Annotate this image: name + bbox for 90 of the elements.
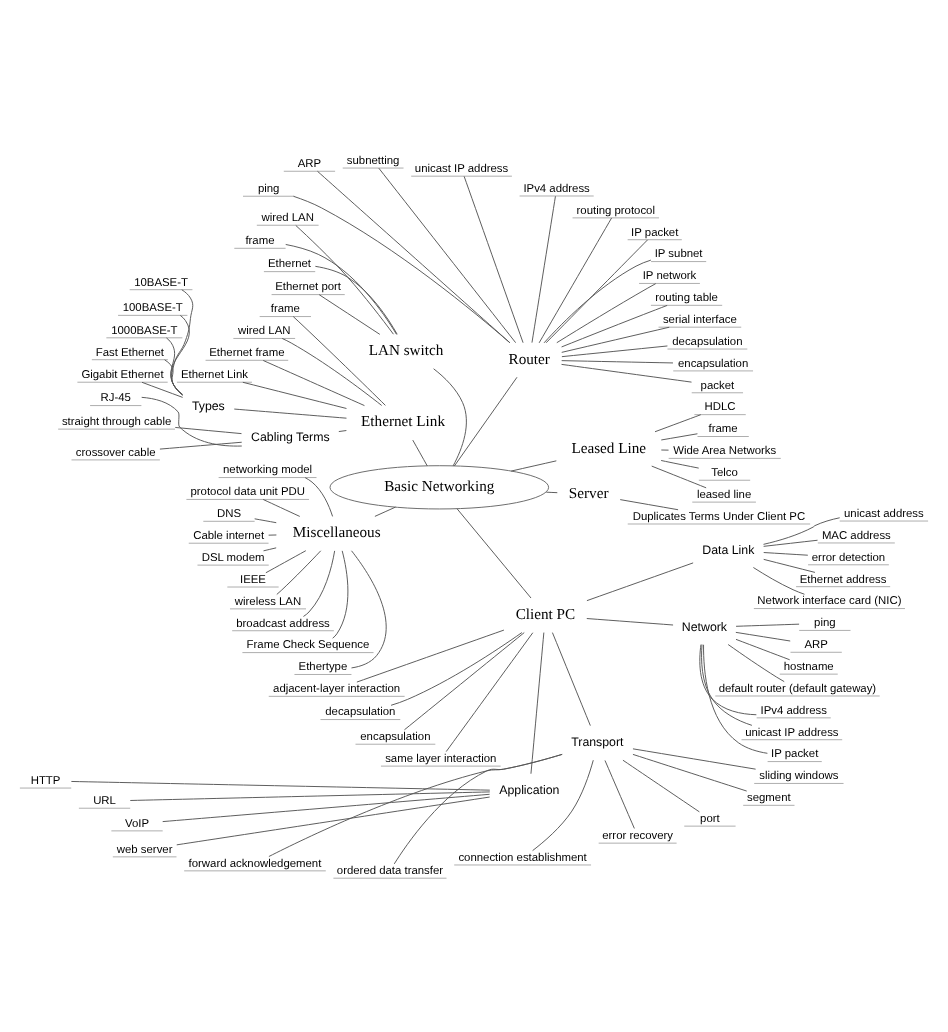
connector bbox=[763, 517, 841, 545]
connector bbox=[660, 449, 669, 451]
connector bbox=[622, 759, 700, 813]
node-text: Ethernet Link bbox=[361, 412, 446, 431]
connector bbox=[265, 550, 307, 574]
connector bbox=[561, 345, 668, 358]
connector bbox=[545, 239, 649, 344]
connector bbox=[543, 259, 652, 344]
node-text: Miscellaneous bbox=[292, 523, 381, 542]
connector bbox=[604, 759, 635, 829]
connector bbox=[727, 644, 785, 683]
connector bbox=[314, 265, 398, 335]
connector bbox=[763, 539, 818, 547]
connector bbox=[445, 632, 534, 753]
connector bbox=[735, 623, 800, 627]
connector bbox=[463, 175, 524, 344]
connector bbox=[453, 376, 518, 467]
connector bbox=[293, 195, 511, 344]
connector bbox=[268, 534, 277, 536]
connector bbox=[141, 381, 184, 398]
connector bbox=[556, 283, 657, 344]
connector bbox=[281, 338, 383, 406]
connector bbox=[699, 644, 757, 716]
connector bbox=[176, 796, 491, 846]
connector bbox=[159, 441, 243, 450]
connector bbox=[763, 558, 816, 573]
connector bbox=[162, 793, 491, 823]
connector bbox=[262, 499, 301, 517]
connector bbox=[545, 491, 558, 494]
connector bbox=[262, 360, 365, 407]
connector bbox=[285, 244, 397, 335]
connector bbox=[561, 304, 668, 348]
connector bbox=[332, 550, 349, 639]
connector bbox=[393, 753, 563, 865]
connector bbox=[403, 632, 525, 731]
connector bbox=[752, 567, 805, 595]
connector bbox=[412, 439, 428, 467]
connector bbox=[129, 791, 491, 801]
connector bbox=[456, 508, 532, 599]
node-text: Client PC bbox=[515, 605, 576, 624]
connector bbox=[351, 550, 387, 669]
connector bbox=[538, 217, 613, 344]
connector bbox=[174, 426, 242, 435]
connector bbox=[510, 460, 557, 472]
connector bbox=[586, 618, 674, 626]
connector bbox=[651, 465, 707, 489]
connector bbox=[233, 408, 347, 419]
connector bbox=[632, 753, 748, 792]
connector bbox=[532, 759, 594, 852]
connector bbox=[390, 632, 523, 706]
connector bbox=[660, 433, 698, 441]
node-ellipse: Basic Networking bbox=[329, 465, 550, 510]
connector bbox=[356, 629, 505, 683]
connector bbox=[141, 396, 243, 447]
connector bbox=[530, 632, 545, 775]
connector bbox=[242, 381, 347, 409]
node-text: LAN switch bbox=[368, 341, 444, 360]
connector bbox=[378, 167, 517, 344]
connector bbox=[276, 550, 322, 595]
connector bbox=[551, 632, 591, 727]
connector bbox=[632, 748, 757, 770]
connector bbox=[561, 363, 692, 383]
connector bbox=[338, 430, 347, 433]
connector bbox=[701, 644, 753, 726]
connector bbox=[302, 550, 336, 617]
connector bbox=[703, 644, 768, 754]
connector bbox=[374, 506, 396, 517]
node-text: Server bbox=[568, 483, 609, 502]
connector bbox=[735, 638, 791, 661]
connector bbox=[263, 547, 277, 552]
connector bbox=[254, 518, 277, 524]
connector bbox=[318, 294, 381, 335]
connector bbox=[561, 360, 674, 364]
node-text: Leased Line bbox=[571, 438, 647, 457]
connector bbox=[654, 414, 702, 433]
connector bbox=[70, 781, 491, 791]
connector bbox=[586, 562, 694, 602]
connector bbox=[295, 225, 394, 335]
connector bbox=[164, 359, 183, 395]
connector bbox=[165, 337, 183, 396]
connector bbox=[531, 195, 556, 344]
connector bbox=[304, 477, 334, 517]
connector bbox=[292, 316, 386, 406]
connector bbox=[433, 368, 467, 467]
connector bbox=[619, 499, 679, 511]
connector bbox=[735, 631, 791, 642]
connector bbox=[660, 460, 700, 469]
connector bbox=[561, 326, 670, 353]
node-text: Router bbox=[508, 349, 550, 368]
connector bbox=[763, 552, 809, 556]
